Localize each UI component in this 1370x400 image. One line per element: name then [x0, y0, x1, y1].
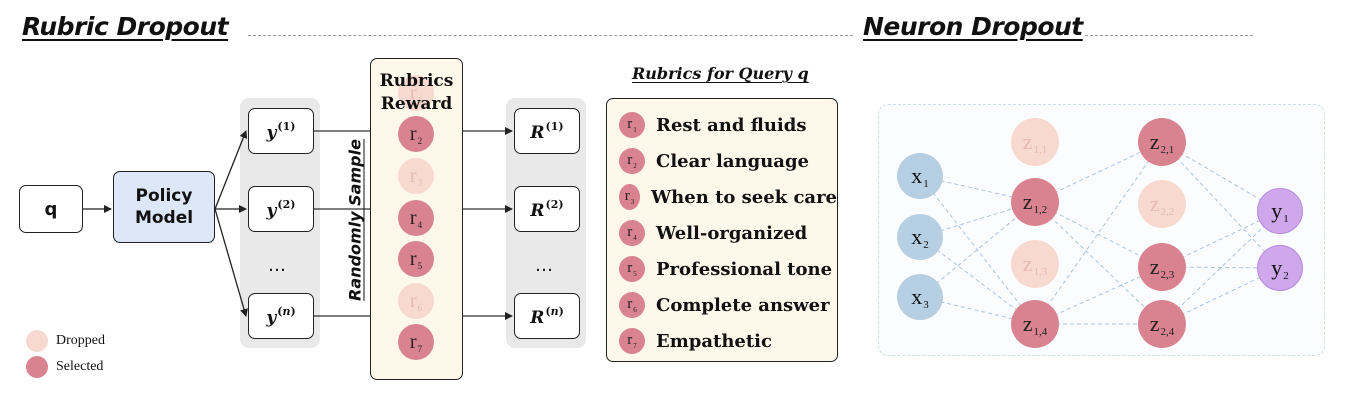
response-box-2: y(2)	[248, 186, 314, 232]
rubric-text: Empathetic	[656, 330, 772, 352]
legend-dropped-label: Dropped	[56, 333, 105, 348]
reward-token-7: r7	[398, 324, 434, 360]
rubric-item: r3 When to seek care	[619, 182, 837, 212]
response-box-n: y(n)	[248, 293, 314, 339]
rubric-tag: r7	[619, 328, 645, 354]
response-label-1: y(1)	[266, 119, 296, 143]
rubric-tag: r6	[619, 292, 645, 318]
legend-selected-swatch	[26, 356, 48, 378]
rubric-text: Professional tone	[656, 258, 833, 280]
rubric-item: r1 Rest and fluids	[619, 110, 837, 140]
reward-token-6: r6	[398, 283, 434, 319]
reward-label-n: R(n)	[530, 304, 564, 328]
rubric-item: r6 Complete answer	[619, 290, 837, 320]
reward-box-1: R(1)	[514, 108, 580, 154]
reward-label-2: R(2)	[530, 197, 564, 221]
rubric-tag: r2	[619, 148, 645, 174]
output-neuron-y1: y1	[1257, 188, 1303, 234]
rubrics-list-panel: r1 Rest and fluids r2 Clear language r3 …	[606, 98, 838, 362]
input-neuron-x3: x3	[897, 274, 943, 320]
rubric-item: r4 Well-organized	[619, 218, 837, 248]
reward-token-4: r4	[398, 200, 434, 236]
response-label-n: y(n)	[266, 304, 296, 328]
responses-ellipsis: …	[268, 255, 286, 276]
policy-model-box: Policy Model	[113, 171, 215, 243]
input-neuron-x2: x2	[897, 214, 943, 260]
rubric-text: Well-organized	[656, 222, 808, 244]
rubric-text: When to seek care	[650, 186, 837, 208]
legend-selected-label: Selected	[56, 359, 104, 374]
hidden1-neuron-z11: z1,1	[1011, 118, 1059, 166]
rubric-item: r2 Clear language	[619, 146, 837, 176]
title-divider-right	[1085, 35, 1253, 36]
legend-dropped-swatch	[26, 330, 48, 352]
input-neuron-x1: x1	[897, 153, 943, 199]
neuron-dropout-title: Neuron Dropout	[863, 12, 1083, 41]
reward-token-2: r2	[398, 116, 434, 152]
reward-token-5: r5	[398, 241, 434, 277]
rubric-text: Rest and fluids	[656, 114, 807, 136]
output-neuron-y2: y2	[1257, 245, 1303, 291]
hidden2-neuron-z22: z2,2	[1138, 180, 1186, 228]
arrow-policy-to-yn	[214, 208, 248, 317]
reward-box-2: R(2)	[514, 186, 580, 232]
rubrics-header: Rubrics for Query q	[632, 64, 809, 83]
network-panel	[878, 104, 1325, 356]
hidden2-neuron-z21: z2,1	[1138, 118, 1186, 166]
hidden1-neuron-z12: z1,2	[1011, 178, 1059, 226]
rubric-text: Clear language	[656, 150, 809, 172]
rewards-ellipsis: …	[535, 255, 553, 276]
query-label: q	[44, 198, 58, 220]
hidden2-neuron-z24: z2,4	[1138, 300, 1186, 348]
rubric-tag: r3	[619, 184, 640, 210]
hidden1-neuron-z14: z1,4	[1011, 300, 1059, 348]
reward-token-1: r1	[398, 75, 434, 111]
policy-model-label: Policy Model	[134, 186, 194, 228]
response-label-2: y(2)	[266, 197, 296, 221]
reward-label-1: R(1)	[530, 119, 564, 143]
reward-token-3: r3	[398, 158, 434, 194]
query-box: q	[19, 185, 83, 233]
rubric-item: r5 Professional tone	[619, 254, 837, 284]
title-divider	[248, 35, 853, 36]
hidden1-neuron-z13: z1,3	[1011, 240, 1059, 288]
arrow-policy-to-y1	[214, 130, 248, 210]
reward-box-n: R(n)	[514, 293, 580, 339]
rubric-dropout-title: Rubric Dropout	[22, 12, 229, 41]
rubrics-reward-label: Rubrics Reward	[379, 71, 454, 114]
rubric-tag: r4	[619, 220, 645, 246]
rubric-tag: r1	[619, 112, 645, 138]
rubric-tag: r5	[619, 256, 645, 282]
rubric-text: Complete answer	[656, 294, 830, 316]
hidden2-neuron-z23: z2,3	[1138, 243, 1186, 291]
response-box-1: y(1)	[248, 108, 314, 154]
rubric-item: r7 Empathetic	[619, 326, 837, 356]
